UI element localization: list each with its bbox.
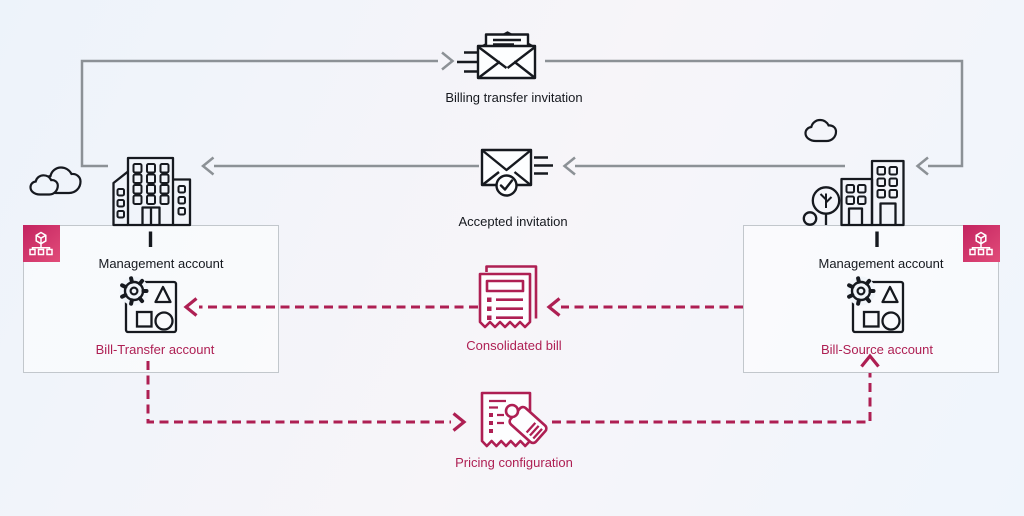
pricing-configuration-flow-arrow bbox=[146, 353, 880, 432]
office-building-icon bbox=[112, 156, 192, 227]
bill-source-account-label: Bill-Source account bbox=[821, 342, 933, 357]
aws-organizations-icon bbox=[969, 231, 993, 256]
buildings-with-tree-icon bbox=[802, 159, 905, 227]
management-account-label-right: Management account bbox=[818, 256, 944, 271]
receipt-price-tag-icon bbox=[480, 391, 548, 448]
consolidated-bill-flow-arrow bbox=[183, 297, 743, 317]
management-account-label-left: Management account bbox=[98, 256, 224, 271]
bill-transfer-account-box bbox=[22, 224, 279, 373]
aws-organizations-icon bbox=[29, 231, 53, 256]
accepted-invitation-flow-arrow bbox=[201, 156, 845, 176]
bill-transfer-account-label: Bill-Transfer account bbox=[95, 342, 215, 357]
gear-shapes-icon-right bbox=[844, 274, 905, 334]
consolidated-bill-label: Consolidated bill bbox=[466, 338, 562, 353]
accepted-invitation-label: Accepted invitation bbox=[458, 214, 568, 229]
pricing-configuration-label: Pricing configuration bbox=[455, 455, 573, 470]
cloud-icon-right bbox=[804, 118, 838, 143]
billing-invitation-flow-arrow bbox=[80, 51, 964, 176]
billing-invitation-label: Billing transfer invitation bbox=[445, 90, 583, 105]
organizations-badge-left bbox=[22, 224, 60, 262]
gear-shapes-icon-left bbox=[117, 274, 178, 334]
cloud-icon-left bbox=[29, 166, 82, 196]
organizations-badge-right bbox=[962, 224, 1000, 262]
receipt-bill-icon bbox=[478, 265, 538, 329]
sent-envelope-icon bbox=[457, 31, 537, 80]
checked-envelope-icon bbox=[480, 148, 553, 197]
